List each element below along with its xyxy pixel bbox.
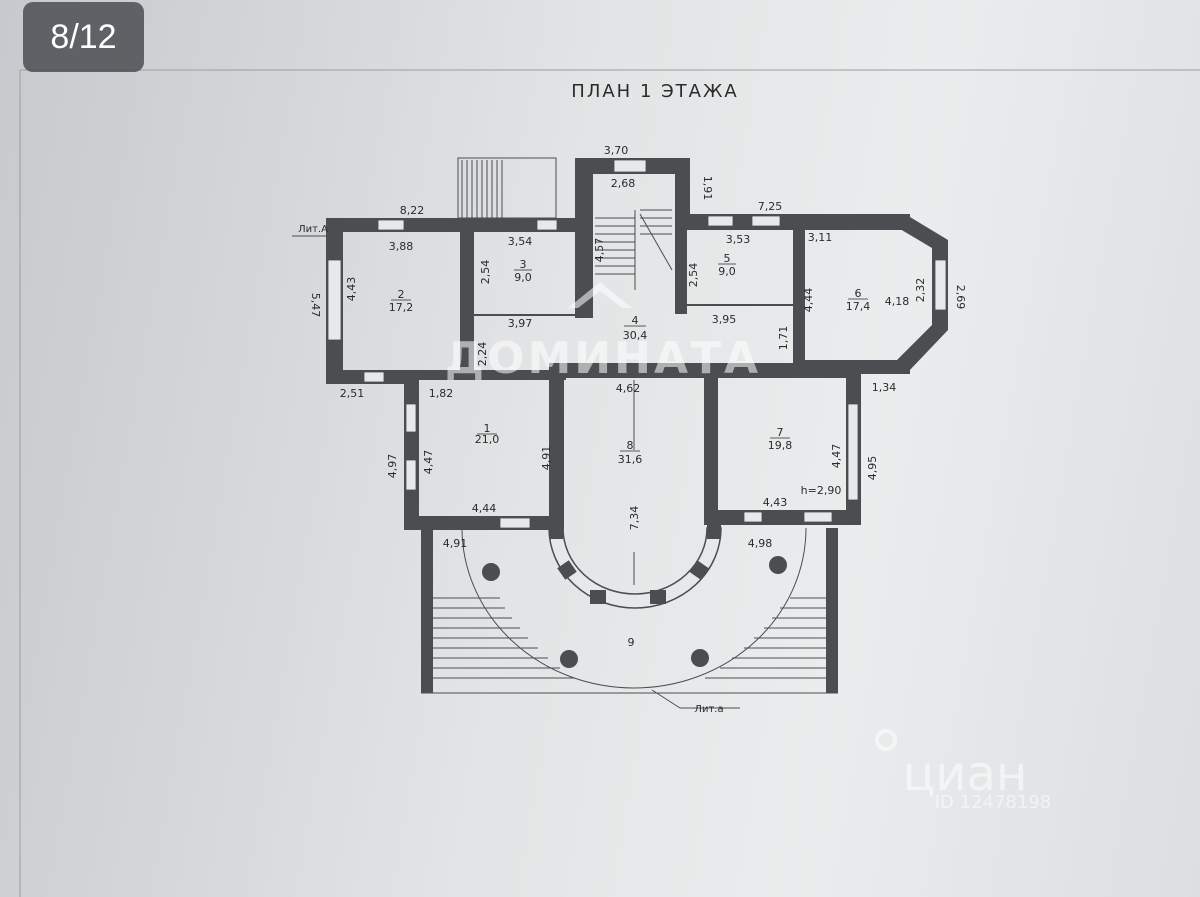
partitions [417, 304, 793, 516]
dim-1-91: 1,91 [701, 176, 714, 201]
dim-7-25: 7,25 [758, 200, 783, 213]
dimension-labels: 3,70 2,68 1,91 8,22 7,25 3,88 3,54 4,57 … [298, 144, 967, 715]
room-1-number: 1 [484, 422, 491, 435]
dim-2-54-right: 2,54 [687, 263, 700, 288]
dim-4-44-lower: 4,44 [472, 502, 497, 515]
dim-4-43-lower: 4,43 [763, 496, 788, 509]
room-9-number: 9 [628, 636, 635, 649]
dim-1-71: 1,71 [777, 326, 790, 351]
dim-4-98: 4,98 [748, 537, 773, 550]
room-4-area: 30,4 [623, 329, 648, 342]
dim-3-70: 3,70 [604, 144, 629, 157]
cian-id-text: ID 12478198 [935, 792, 1052, 813]
ceiling-height-note: h=2,90 [801, 484, 842, 497]
brand-watermark-text: ДОМИНАТА [445, 333, 761, 384]
room-2-number: 2 [398, 288, 405, 301]
house-logo-icon [568, 282, 632, 308]
dim-5-47: 5,47 [309, 293, 322, 318]
dim-2-51: 2,51 [340, 387, 365, 400]
dim-4-95: 4,95 [866, 456, 879, 481]
dim-7-34: 7,34 [628, 506, 641, 531]
staircases [292, 157, 838, 709]
windows [327, 159, 947, 529]
dim-4-18: 4,18 [885, 295, 910, 308]
columns [482, 556, 787, 668]
room-7-area: 19,8 [768, 439, 793, 452]
dim-1-34: 1,34 [872, 381, 897, 394]
room-7-number: 7 [777, 426, 784, 439]
dim-4-97: 4,97 [386, 454, 399, 479]
room-5-number: 5 [724, 252, 731, 265]
room-1-area: 21,0 [475, 433, 500, 446]
room-3-area: 9,0 [514, 271, 532, 284]
room-6-area: 17,4 [846, 300, 871, 313]
dim-4-47-left: 4,47 [422, 450, 435, 475]
dim-2-32: 2,32 [914, 278, 927, 303]
room-2-area: 17,2 [389, 301, 414, 314]
dim-8-22: 8,22 [400, 204, 425, 217]
lit-upper-label: Лит.А [298, 224, 328, 235]
dim-2-24: 2,24 [476, 342, 489, 367]
dim-4-62: 4,62 [616, 382, 641, 395]
dim-3-97: 3,97 [508, 317, 533, 330]
dim-3-88: 3,88 [389, 240, 414, 253]
room-labels: 1 21,0 2 17,2 3 9,0 4 30,4 5 9,0 6 17,4 … [389, 252, 871, 649]
dim-4-91: 4,91 [443, 537, 468, 550]
room-6-number: 6 [855, 287, 862, 300]
cian-logo-icon [875, 729, 897, 751]
room-3-number: 3 [520, 258, 527, 271]
dim-1-82: 1,82 [429, 387, 454, 400]
room-fraction-bars [391, 263, 868, 452]
apse-piers [549, 525, 721, 604]
dim-4-44-upper: 4,44 [802, 288, 815, 313]
dim-4-91-vertical: 4,91 [540, 446, 553, 471]
dim-4-43: 4,43 [345, 277, 358, 302]
dim-3-95: 3,95 [712, 313, 737, 326]
room-8-area: 31,6 [618, 453, 643, 466]
dim-3-54: 3,54 [508, 235, 533, 248]
room-8-number: 8 [627, 439, 634, 452]
plan-title: ПЛАН 1 ЭТАЖА [571, 81, 738, 102]
dim-2-54-left: 2,54 [479, 260, 492, 285]
dim-2-68: 2,68 [611, 177, 636, 190]
dim-3-11: 3,11 [808, 231, 833, 244]
dim-3-53: 3,53 [726, 233, 751, 246]
room-4-number: 4 [632, 314, 639, 327]
dim-4-47-right: 4,47 [830, 444, 843, 469]
dim-2-69: 2,69 [954, 285, 967, 310]
cian-watermark: циан ID 12478198 [875, 729, 1052, 813]
room-5-area: 9,0 [718, 265, 736, 278]
dim-4-57: 4,57 [593, 238, 606, 263]
lit-lower-label: Лит.а [694, 704, 723, 715]
image-counter-badge: 8/12 [23, 2, 144, 72]
cian-watermark-text: циан [903, 746, 1028, 802]
brand-watermark: ДОМИНАТА [445, 282, 761, 384]
